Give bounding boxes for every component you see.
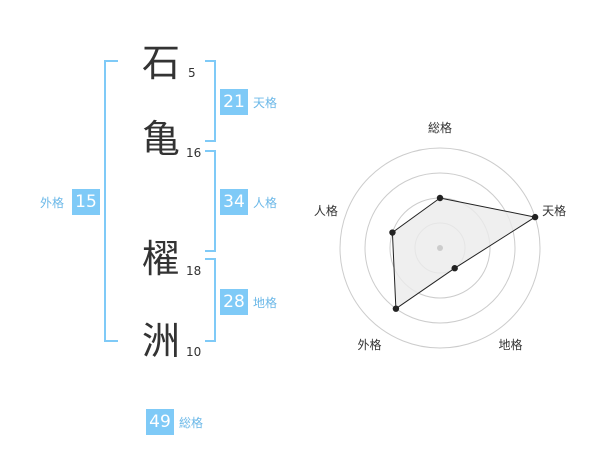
radar-axis-label-5: 人格 <box>314 203 338 218</box>
jinkaku-label: 人格 <box>253 196 278 210</box>
name-char-2: 亀 <box>142 117 181 161</box>
stroke-count-2: 16 <box>186 146 202 160</box>
radar-center-dot <box>437 245 443 251</box>
radar-point-2 <box>531 213 539 221</box>
radar-axis-label-2: 天格 <box>542 203 566 218</box>
chikaku-value: 28 <box>220 289 248 315</box>
radar-point-1 <box>436 194 444 202</box>
gaikaku-value: 15 <box>72 189 100 215</box>
soukaku-value: 49 <box>146 409 174 435</box>
radar-series-area <box>391 197 537 310</box>
tenkaku-bracket <box>205 60 216 142</box>
name-char-3: 櫂 <box>142 237 181 281</box>
radar-axis-label-3: 地格 <box>499 337 523 352</box>
jinkaku-bracket <box>205 150 216 252</box>
gaikaku-label: 外格 <box>40 196 65 210</box>
radar-ring-4 <box>339 147 541 349</box>
tenkaku-label: 天格 <box>253 96 278 110</box>
radar-axis-label-1: 総格 <box>428 120 452 135</box>
radar-ring-3 <box>364 172 516 324</box>
radar-point-3 <box>451 265 458 272</box>
soukaku-label: 総格 <box>179 416 204 430</box>
tenkaku-value: 21 <box>220 89 248 115</box>
stroke-count-1: 5 <box>188 66 196 80</box>
radar-point-5 <box>389 229 396 236</box>
name-char-1: 石 <box>142 41 181 85</box>
gaikaku-bracket <box>104 60 118 342</box>
radar-axis-label-4: 外格 <box>357 337 381 352</box>
chikaku-label: 地格 <box>253 296 278 310</box>
name-char-4: 洲 <box>142 319 181 363</box>
stroke-count-4: 10 <box>186 345 202 359</box>
chikaku-bracket <box>205 258 216 342</box>
jinkaku-value: 34 <box>220 189 248 215</box>
stroke-count-3: 18 <box>186 264 202 278</box>
radar-point-4 <box>392 305 400 312</box>
